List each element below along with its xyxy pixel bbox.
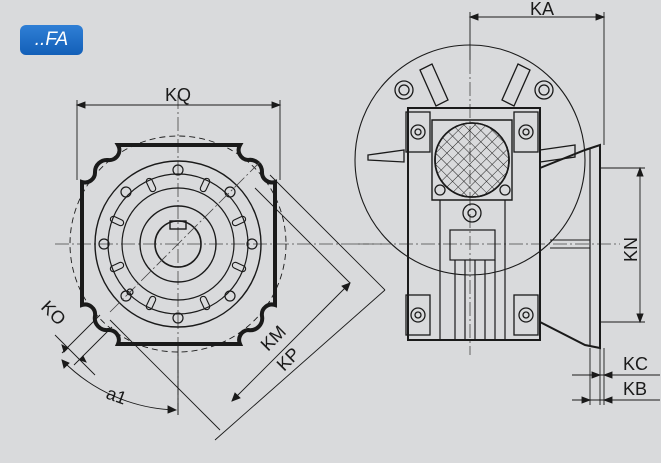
kn-dimension [600,166,645,324]
cooling-ribs [439,200,506,340]
kq-dimension [75,100,282,180]
square-flange-outline [80,143,277,346]
ka-dimension [468,12,606,145]
output-flange [539,143,601,350]
hub-ring [121,187,235,301]
kp-label: KP [273,344,304,375]
kn-label: KN [621,237,641,262]
outer-flange-circle [94,160,262,328]
pitch-circle [69,135,287,353]
km-kp-dimensions [109,174,386,441]
front-view [55,95,385,415]
model-badge: ..FA [20,25,83,55]
a1-angle [61,344,179,415]
gearbox-body [407,107,541,341]
side-view [354,44,620,355]
lifting-lugs [367,63,576,163]
ko-label: KO [37,297,70,330]
bolt-circle-ring [107,173,249,315]
bolt-holes [98,164,258,324]
hub-circle [139,205,217,283]
corner-bolts [405,111,539,336]
keyway [169,220,187,230]
ka-label: KA [530,0,554,19]
kq-label: KQ [165,85,191,105]
a1-label: a1 [104,383,130,409]
ko-dimension [54,314,113,376]
kb-label: KB [623,379,647,399]
slot-marks [109,177,247,311]
kc-label: KC [623,354,648,374]
kc-kb-dimensions [572,348,660,405]
